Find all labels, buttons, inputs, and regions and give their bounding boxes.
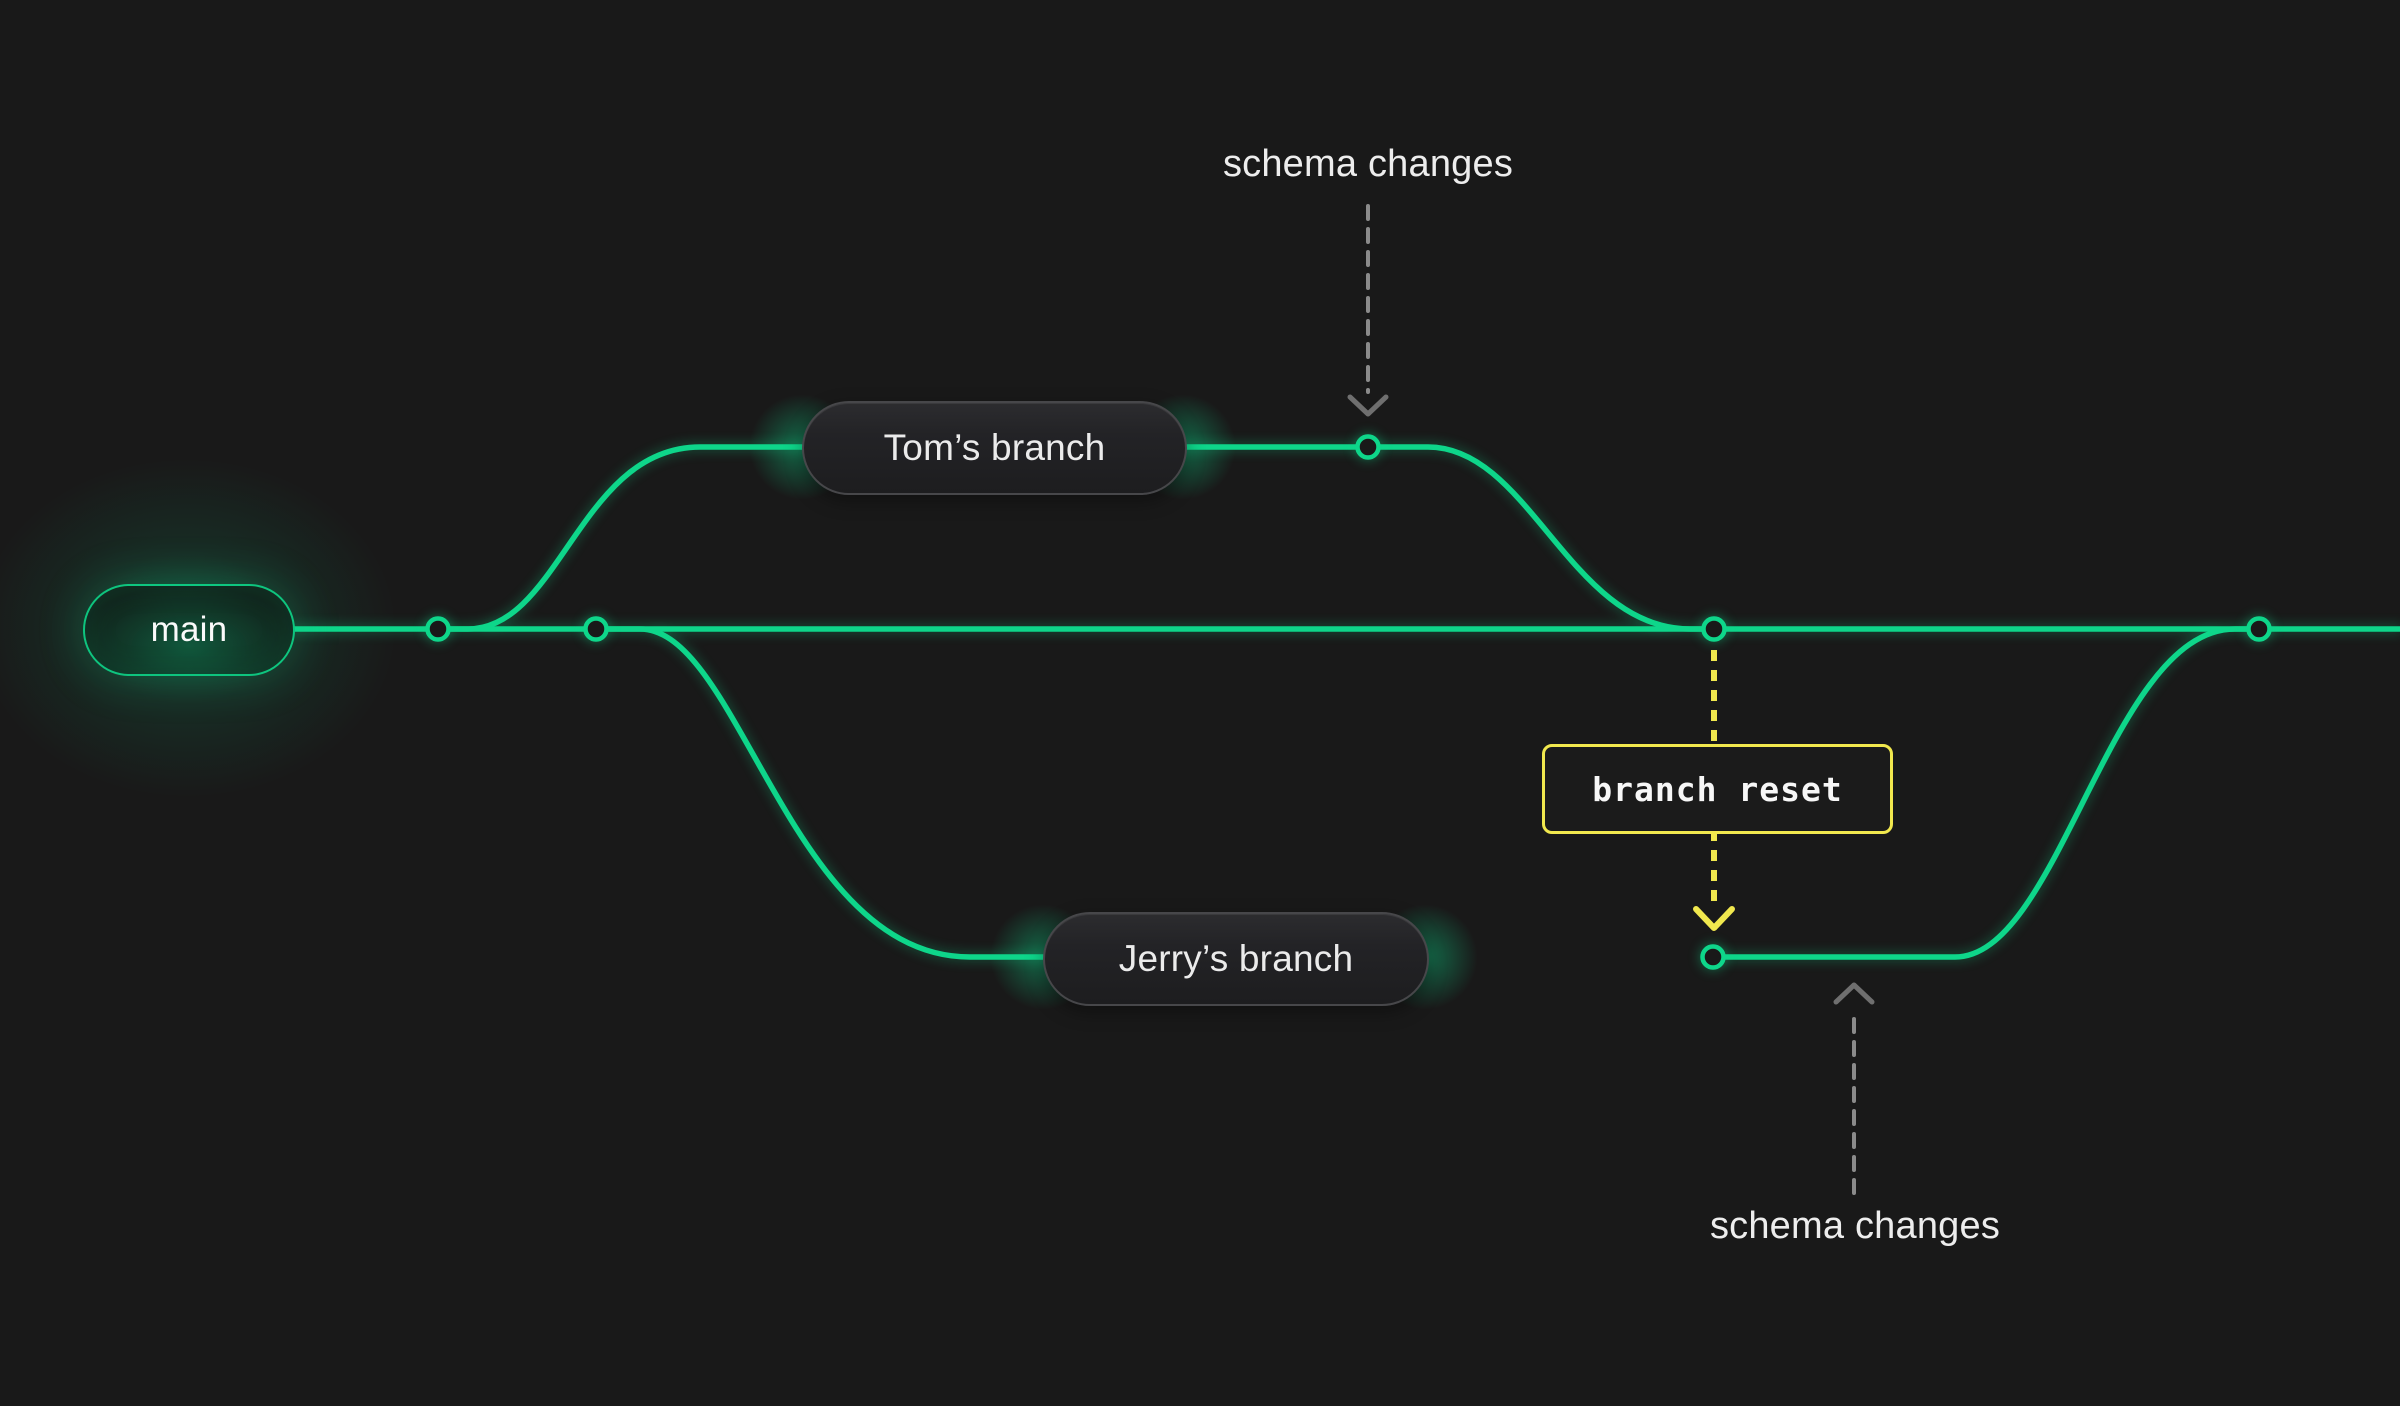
tom-branch-pill: Tom’s branch	[802, 401, 1187, 495]
commit-node-jerry	[1700, 944, 1726, 970]
branch-reset-box: branch reset	[1542, 744, 1893, 834]
jerry-branch-out-curve	[593, 626, 1046, 960]
main-branch-pill: main	[83, 584, 295, 676]
jerry-branch-merge-curve	[1710, 626, 2262, 960]
commit-node-main-3	[2246, 616, 2272, 642]
branch-reset-label: branch reset	[1592, 769, 1843, 809]
tom-branch-label: Tom’s branch	[883, 427, 1106, 468]
tom-branch-out-curve	[435, 444, 805, 632]
commit-node-main-2	[583, 616, 609, 642]
main-branch-label: main	[150, 610, 228, 649]
schema-changes-bottom-label: schema changes	[1709, 1205, 2001, 1247]
jerry-branch-pill: Jerry’s branch	[1043, 912, 1429, 1006]
arrow-up-icon	[1833, 982, 1875, 1005]
schema-changes-top-label: schema changes	[1222, 143, 1514, 185]
arrow-down-yellow-icon	[1693, 906, 1735, 931]
tom-branch-merge-curve	[1180, 444, 1717, 632]
commit-node-tom	[1355, 434, 1381, 460]
jerry-branch-label: Jerry’s branch	[1118, 938, 1354, 979]
commit-node-main-1	[425, 616, 451, 642]
schema-changes-bottom-arrow	[1833, 982, 1875, 1195]
arrow-down-icon	[1347, 394, 1389, 417]
commit-node-main-merge	[1701, 616, 1727, 642]
schema-changes-top-arrow	[1347, 204, 1389, 417]
